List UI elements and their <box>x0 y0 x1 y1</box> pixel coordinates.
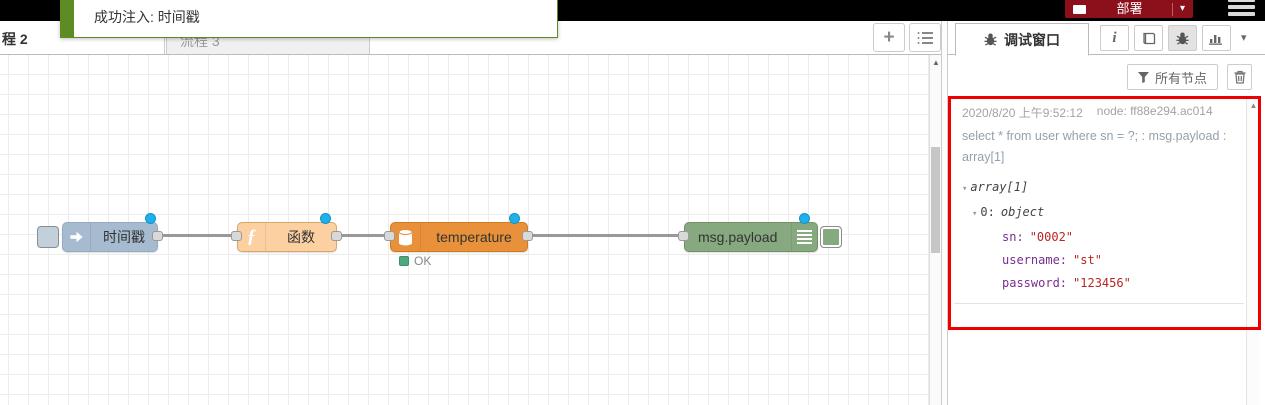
info-tab-button[interactable]: i <box>1100 25 1129 51</box>
help-tab-button[interactable] <box>1134 25 1163 51</box>
node-label: 函数 <box>287 229 315 245</box>
tree-row-property: sn:"0002" <box>1002 230 1074 244</box>
sidebar: 调试窗口 i <box>948 21 1265 405</box>
tab-label: 程 2 <box>2 31 28 47</box>
timestamp: 2020/8/20 上午9:52:12 <box>962 106 1083 120</box>
chevron-down-icon[interactable]: ▾ <box>1179 2 1185 14</box>
tree-row-array[interactable]: ▾array[1] <box>962 180 1029 194</box>
filter-nodes-button[interactable]: 所有节点 <box>1127 64 1219 90</box>
main-menu-button[interactable] <box>1228 0 1255 20</box>
flow-list-button[interactable] <box>909 23 941 52</box>
input-port[interactable] <box>384 231 395 241</box>
node-label: 时间戳 <box>103 229 145 245</box>
sidebar-header: 调试窗口 i <box>948 21 1265 56</box>
scroll-up-icon[interactable]: ▲ <box>1249 101 1258 110</box>
bar-chart-icon <box>1209 32 1224 45</box>
inject-arrow-icon <box>63 223 91 251</box>
debug-output-icon <box>791 223 817 251</box>
info-icon: i <box>1112 29 1117 46</box>
debug-message-list[interactable]: 2020/8/20 上午9:52:12 node: ff88e294.ac014… <box>948 95 1265 405</box>
modified-badge <box>145 213 156 224</box>
output-port[interactable] <box>522 231 533 241</box>
input-port[interactable] <box>231 231 242 241</box>
wire[interactable] <box>158 234 242 237</box>
scrollbar-thumb[interactable] <box>931 147 940 253</box>
node-inject-timestamp[interactable]: 时间戳 <box>62 222 158 252</box>
book-icon <box>1142 32 1156 45</box>
node-label: temperature <box>436 229 512 245</box>
notification-text: 成功注入: 时间戳 <box>94 9 200 25</box>
flow-canvas[interactable]: 时间戳 ƒ 函数 temperature OK msg.payload <box>0 55 929 405</box>
modified-badge <box>509 213 520 224</box>
debug-tab-button[interactable] <box>1168 25 1197 51</box>
deploy-package-icon <box>1073 4 1086 14</box>
plus-icon: + <box>883 26 895 48</box>
node-id: node: ff88e294.ac014 <box>1096 104 1213 118</box>
debug-toolbar: 所有节点 <box>948 55 1265 95</box>
database-icon <box>391 223 421 251</box>
node-label: msg.payload <box>698 229 778 245</box>
sidebar-menu-caret[interactable]: ▾ <box>1241 32 1247 44</box>
tree-row-object[interactable]: ▾0:object <box>972 205 1045 219</box>
tree-row-property: password:"123456" <box>1002 276 1131 290</box>
output-port[interactable] <box>152 231 163 241</box>
filter-label: 所有节点 <box>1155 70 1208 86</box>
add-flow-button[interactable]: + <box>873 23 905 52</box>
sidebar-splitter[interactable] <box>941 21 948 405</box>
modified-badge <box>320 213 331 224</box>
deploy-label: 部署 <box>1116 1 1143 16</box>
inject-trigger-button[interactable] <box>37 226 59 248</box>
debug-message-path: select * from user where sn = ?; : msg.p… <box>962 129 1227 164</box>
wire[interactable] <box>528 234 686 237</box>
function-icon: ƒ <box>238 223 266 251</box>
tab-debug-window[interactable]: 调试窗口 <box>955 23 1089 56</box>
node-debug-msg-payload[interactable]: msg.payload <box>684 222 818 252</box>
scroll-up-icon[interactable]: ▲ <box>932 58 940 67</box>
input-port[interactable] <box>678 231 689 241</box>
modified-badge <box>799 213 810 224</box>
tree-row-property: username:"st" <box>1002 253 1102 267</box>
bug-icon <box>1176 31 1189 45</box>
wire[interactable] <box>337 234 395 237</box>
deploy-button[interactable]: 部署 ▾ <box>1065 0 1193 18</box>
status-label: OK <box>414 254 432 268</box>
status-dot-icon <box>399 256 409 266</box>
debug-vertical-scrollbar[interactable]: ▲ <box>1246 98 1260 405</box>
collapse-caret-icon[interactable]: ▾ <box>962 184 968 194</box>
output-port[interactable] <box>331 231 342 241</box>
divider <box>1171 2 1173 16</box>
node-function[interactable]: ƒ 函数 <box>237 222 337 252</box>
filter-icon <box>1138 71 1149 83</box>
collapse-caret-icon[interactable]: ▾ <box>972 209 978 219</box>
clear-messages-button[interactable] <box>1227 64 1252 90</box>
notification-toast: 成功注入: 时间戳 <box>60 0 558 38</box>
tab-label: 调试窗口 <box>1004 31 1060 48</box>
debug-message[interactable]: 2020/8/20 上午9:52:12 node: ff88e294.ac014… <box>954 98 1244 304</box>
list-icon <box>917 31 933 45</box>
canvas-vertical-scrollbar[interactable]: ▲ <box>929 55 941 405</box>
bug-icon <box>984 33 997 46</box>
trash-icon <box>1234 70 1246 84</box>
debug-enable-toggle[interactable] <box>820 226 842 248</box>
dashboard-tab-button[interactable] <box>1202 25 1231 51</box>
json-tree: ▾array[1] ▾0:object sn:"0002" username:"… <box>962 176 1236 295</box>
node-mysql-temperature[interactable]: temperature <box>390 222 528 252</box>
debug-message-meta: 2020/8/20 上午9:52:12 node: ff88e294.ac014 <box>962 104 1236 121</box>
node-status: OK <box>399 254 431 268</box>
